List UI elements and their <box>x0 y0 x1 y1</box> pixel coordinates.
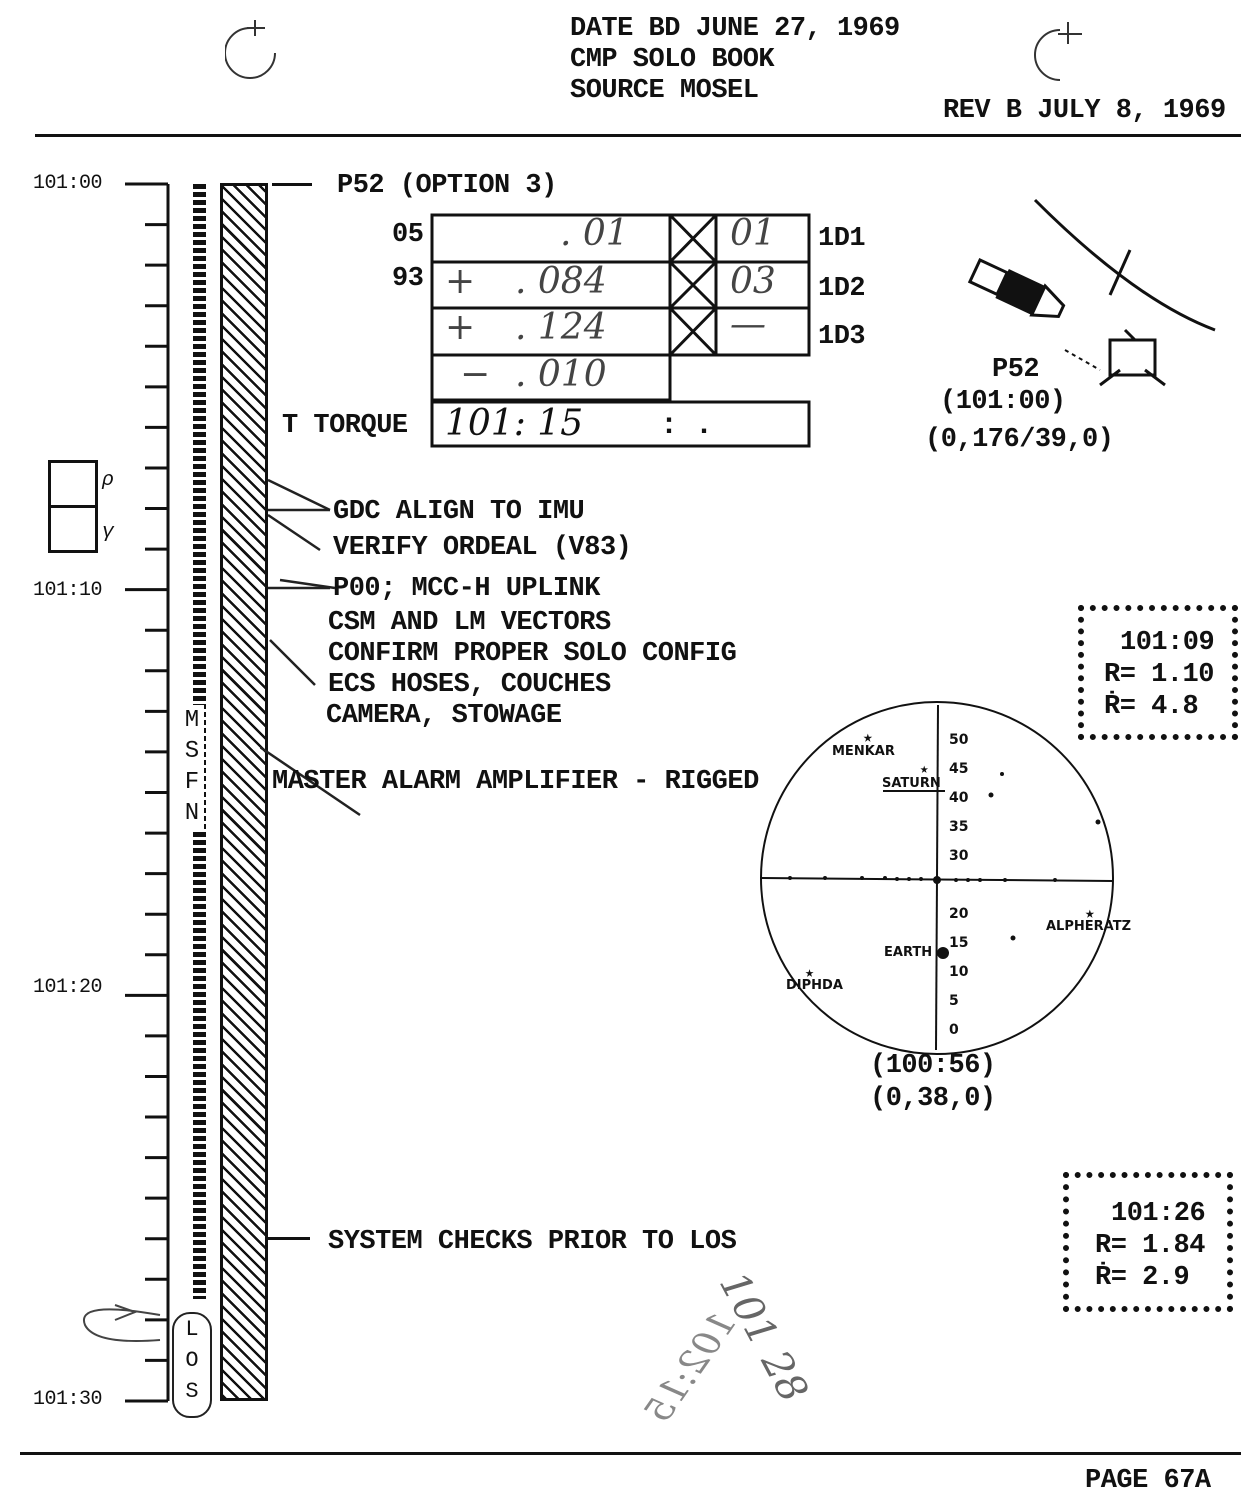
range-value: R= 1.84 <box>1095 1231 1205 1261</box>
sign-value: − <box>460 354 491 395</box>
event-text: CSM AND LM VECTORS <box>328 608 611 638</box>
star-id-value[interactable]: — <box>730 304 766 345</box>
event-text: VERIFY ORDEAL (V83) <box>333 533 632 563</box>
rho-box[interactable] <box>48 460 98 508</box>
time-label: 101:00 <box>33 172 103 195</box>
star-chart-attitude: (0,38,0) <box>870 1084 996 1114</box>
scale-tick: 20 <box>949 906 969 922</box>
csm-lm-illustration <box>967 198 1216 387</box>
register-label: 1D1 <box>818 224 866 254</box>
header-divider <box>35 134 1241 137</box>
star-label: ALPHERATZ <box>1046 919 1131 934</box>
star-label: MENKAR <box>832 744 895 759</box>
star-chart-scale: 50 45 40 35 30 <box>949 726 968 871</box>
msfn-letter: S <box>184 738 200 765</box>
time-label: 101:10 <box>33 579 103 602</box>
header-book: CMP SOLO BOOK <box>570 45 775 75</box>
time-label: 101:30 <box>33 1388 103 1411</box>
los-letter: O <box>185 1348 199 1373</box>
svg-text:★: ★ <box>920 762 929 778</box>
scale-tick: 30 <box>949 848 969 864</box>
p52-figure-attitude: (0,176/39,0) <box>925 425 1114 455</box>
row-label: 93 <box>392 264 424 294</box>
range-value: R= 1.10 <box>1104 660 1214 690</box>
torque-label: T TORQUE <box>282 411 408 441</box>
star-chart-time: (100:56) <box>870 1051 996 1081</box>
star-chart-scale-lower: 20 15 10 5 0 <box>949 900 968 1045</box>
svg-text:★: ★ <box>863 729 873 747</box>
row-label: 05 <box>392 220 424 250</box>
header-revision: REV B JULY 8, 1969 <box>943 96 1226 126</box>
star-label: SATURN <box>882 776 941 791</box>
scale-tick: 15 <box>949 935 969 951</box>
event-text: SYSTEM CHECKS PRIOR TO LOS <box>328 1227 737 1257</box>
event-leader-lines <box>260 478 361 817</box>
star-chart: ★ ★ ★ ★ <box>759 701 1114 1055</box>
star-id-value[interactable]: 01 <box>730 213 776 254</box>
svg-text:★: ★ <box>1085 905 1095 923</box>
event-text: P00; MCC-H UPLINK <box>333 574 600 604</box>
msfn-letter: F <box>184 769 200 796</box>
range-rate-value: Ṙ= 4.8 <box>1104 692 1199 722</box>
arrow-icon <box>82 1304 161 1342</box>
handwritten-note: 102:15 <box>637 1304 745 1432</box>
torque-separators: : . <box>660 409 713 443</box>
footer-divider <box>20 1452 1241 1455</box>
sign-value: + <box>445 261 476 302</box>
angle-value[interactable]: . 084 <box>515 261 607 302</box>
star-id-value[interactable]: 03 <box>730 261 776 302</box>
range-box-101-09: 101:09 R= 1.10 Ṙ= 4.8 <box>1078 605 1238 740</box>
leader-line <box>272 183 312 186</box>
msfn-letter: M <box>184 707 200 734</box>
svg-text:★: ★ <box>805 965 814 982</box>
timeline-axis <box>125 182 170 1403</box>
los-letter: S <box>185 1379 199 1404</box>
header-source: SOURCE MOSEL <box>570 76 759 106</box>
gamma-box[interactable] <box>48 505 98 553</box>
register-label: 1D3 <box>818 322 866 352</box>
angle-value[interactable]: . 124 <box>515 307 607 348</box>
p52-table-grid <box>430 213 811 448</box>
event-text: ECS HOSES, COUCHES <box>328 670 611 700</box>
sign-value: + <box>445 307 476 348</box>
p52-figure-title: P52 <box>992 355 1040 385</box>
page-number: PAGE 67A <box>1085 1466 1211 1496</box>
range-box-101-26: 101:26 R= 1.84 Ṙ= 2.9 <box>1063 1172 1233 1312</box>
leader-line <box>265 1237 310 1240</box>
range-time: 101:26 <box>1111 1199 1206 1229</box>
event-text: CONFIRM PROPER SOLO CONFIG <box>328 639 737 669</box>
scale-tick: 40 <box>949 790 969 806</box>
los-letter: L <box>185 1317 199 1342</box>
event-text: GDC ALIGN TO IMU <box>333 497 585 527</box>
register-label: 1D2 <box>818 274 866 304</box>
scale-tick: 10 <box>949 964 969 980</box>
p52-title: P52 (OPTION 3) <box>337 171 557 201</box>
scale-tick: 35 <box>949 819 969 835</box>
rho-label: ρ <box>102 469 114 492</box>
time-label: 101:20 <box>33 976 103 999</box>
range-rate-value: Ṙ= 2.9 <box>1095 1263 1190 1293</box>
earth-label: EARTH <box>884 945 933 960</box>
punch-hole-right-icon <box>1034 22 1082 81</box>
angle-value[interactable]: . 01 <box>560 213 629 254</box>
angle-value[interactable]: . 010 <box>515 354 607 395</box>
scale-tick: 50 <box>949 732 969 748</box>
scale-tick: 0 <box>949 1022 959 1038</box>
event-text: CAMERA, STOWAGE <box>326 701 562 731</box>
range-time: 101:09 <box>1120 628 1215 658</box>
star-label: DIPHDA <box>786 978 843 993</box>
header-date: DATE BD JUNE 27, 1969 <box>570 14 900 44</box>
torque-value[interactable]: 101: 15 <box>445 403 584 444</box>
punch-hole-left-icon <box>225 20 276 79</box>
event-text: MASTER ALARM AMPLIFIER - RIGGED <box>272 767 759 797</box>
scale-tick: 45 <box>949 761 969 777</box>
gamma-label: γ <box>102 521 114 544</box>
msfn-letter: N <box>184 800 200 827</box>
p52-figure-time: (101:00) <box>940 387 1066 417</box>
scale-tick: 5 <box>949 993 959 1009</box>
activity-hatched-bar <box>220 183 268 1401</box>
